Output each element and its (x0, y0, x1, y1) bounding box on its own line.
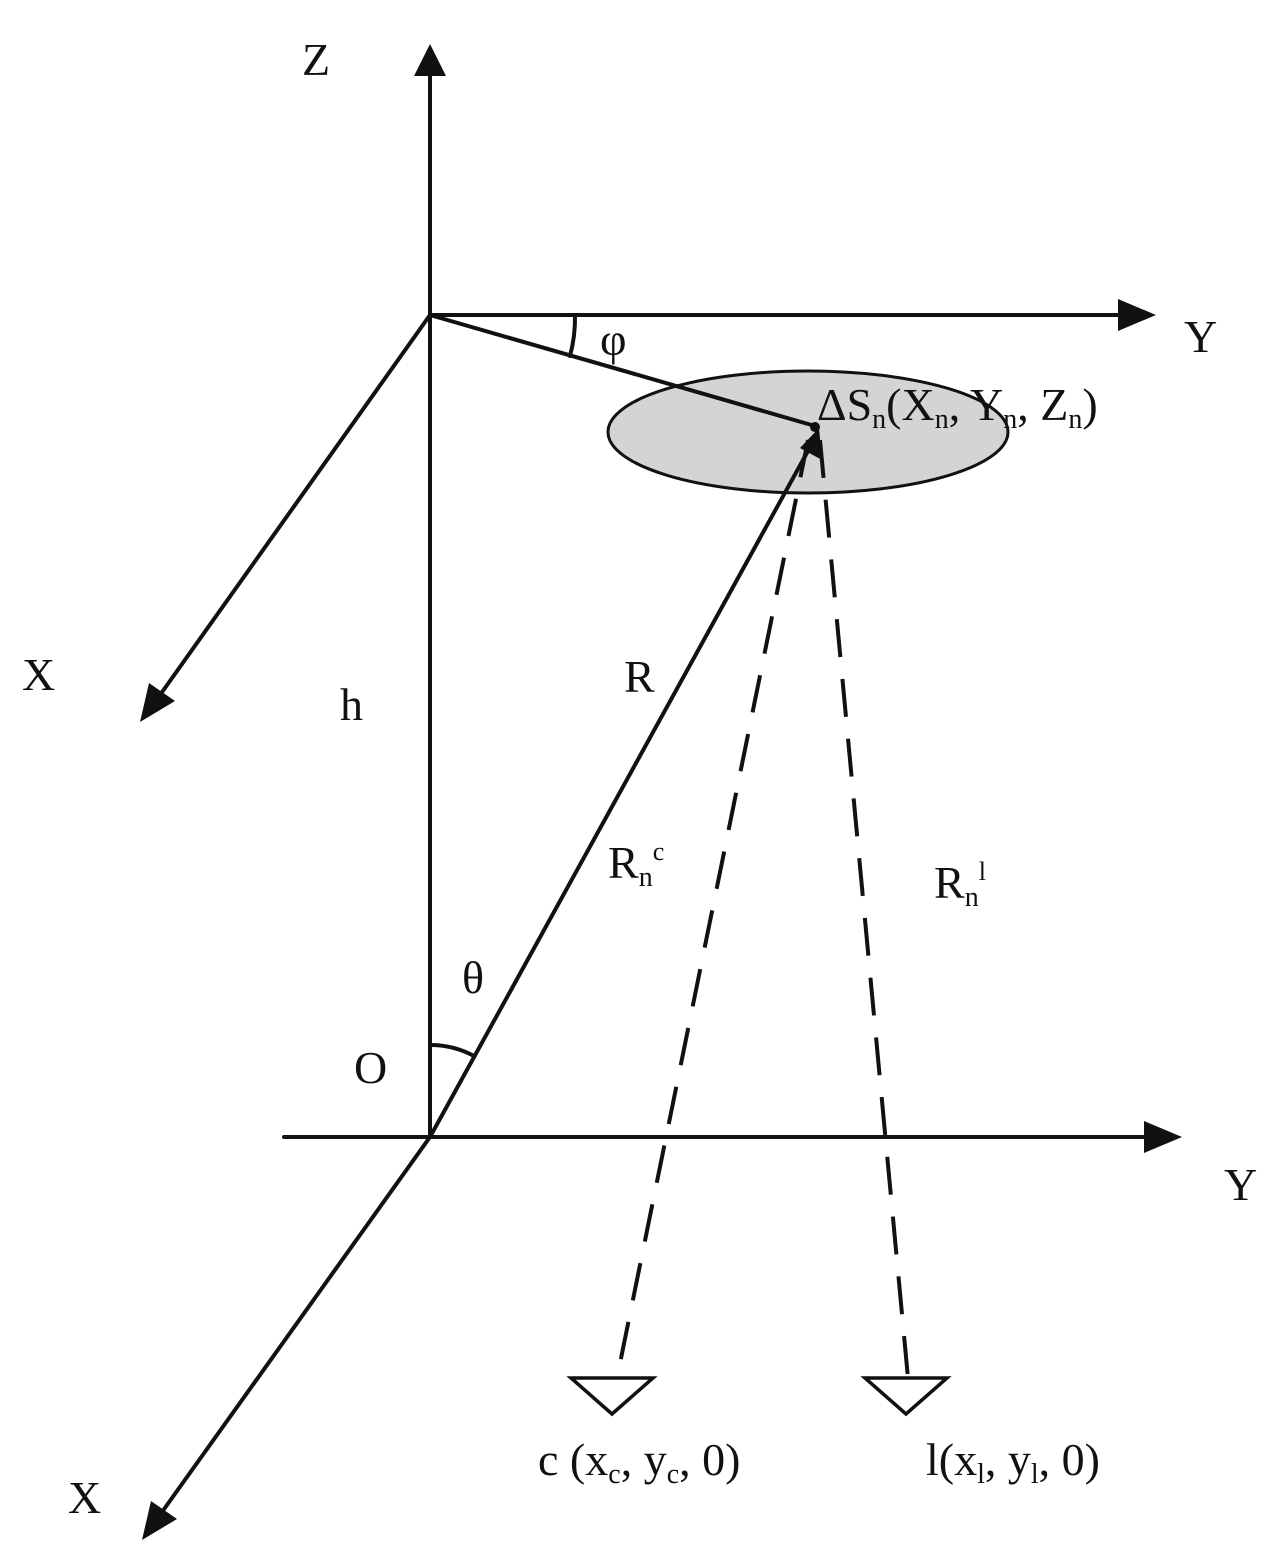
y-axis-ground-label: Y (1224, 1159, 1257, 1210)
rnc-base: R (608, 837, 639, 888)
scatter-point-delta: ΔS (817, 379, 872, 430)
receiver-c-mid: , y (621, 1434, 667, 1485)
receiver-c-label: c (xc, yc, 0) (538, 1434, 740, 1490)
scatter-point-sub: n (935, 404, 949, 435)
receiver-l-prefix: l(x (926, 1434, 977, 1485)
x-axis-top-line (158, 313, 432, 697)
x-axis-top-arrowhead (140, 683, 175, 722)
theta-label: θ (462, 952, 484, 1003)
receiver-c-prefix: c (x (538, 1434, 608, 1485)
height-label: h (340, 679, 363, 730)
receiver-c-sub: c (608, 1459, 620, 1490)
rnc-sub: n (639, 862, 653, 893)
rnl-base: R (934, 857, 965, 908)
theta-angle-arc (428, 1042, 476, 1058)
receiver-l-sub: l (1031, 1459, 1039, 1490)
origin-label: O (354, 1042, 387, 1093)
rnc-sup: c (653, 837, 665, 866)
rnl-label: Rnl (934, 857, 986, 913)
scatter-region-ellipse (606, 369, 1010, 495)
receiver-l-sub: l (977, 1459, 985, 1490)
scatter-point-y: , Y (949, 379, 1004, 430)
phi-ray-line (428, 313, 817, 428)
receiver-c-suffix: , 0) (679, 1434, 740, 1485)
receiver-c-sub: c (667, 1459, 679, 1490)
scatter-point-close: ) (1082, 379, 1097, 430)
scatter-point-sub: n (1068, 404, 1082, 435)
rnc-label: Rnc (608, 837, 664, 893)
receiver-l-label: l(xl, yl, 0) (926, 1434, 1100, 1490)
scatter-point-x: (X (886, 379, 935, 430)
y-axis-top-arrowhead (1118, 299, 1156, 331)
receiver-l-mid: , y (985, 1434, 1031, 1485)
x-axis-ground-arrowhead (142, 1501, 177, 1540)
range-line (428, 438, 816, 1139)
scatter-point-sub: n (1003, 404, 1017, 435)
rnl-sup: l (979, 857, 986, 886)
scatter-point-sub: n (872, 404, 886, 435)
rnl-dashed-line (818, 439, 910, 1379)
z-axis-label: Z (302, 34, 330, 85)
rnc-dashed-line (615, 439, 810, 1379)
scatter-point-z: , Z (1017, 379, 1068, 430)
scatter-point-label: ΔSn(Xn, Yn, Zn) (817, 379, 1098, 435)
y-axis-ground-arrowhead (1144, 1121, 1182, 1153)
phi-label: φ (600, 314, 627, 365)
receiver-l-suffix: , 0) (1039, 1434, 1100, 1485)
x-axis-ground-label: X (68, 1472, 101, 1523)
z-axis-arrowhead (414, 44, 446, 76)
rnl-sub: n (965, 882, 979, 913)
range-arrowhead (800, 428, 822, 460)
range-label: R (624, 651, 655, 702)
y-axis-top-label: Y (1184, 311, 1217, 362)
receiver-l-triangle (860, 1376, 952, 1417)
scatter-point-marker (810, 422, 820, 432)
phi-angle-arc (568, 313, 578, 358)
receiver-c-triangle (566, 1376, 658, 1417)
x-axis-top-label: X (22, 649, 55, 700)
x-axis-ground-line (160, 1135, 432, 1514)
